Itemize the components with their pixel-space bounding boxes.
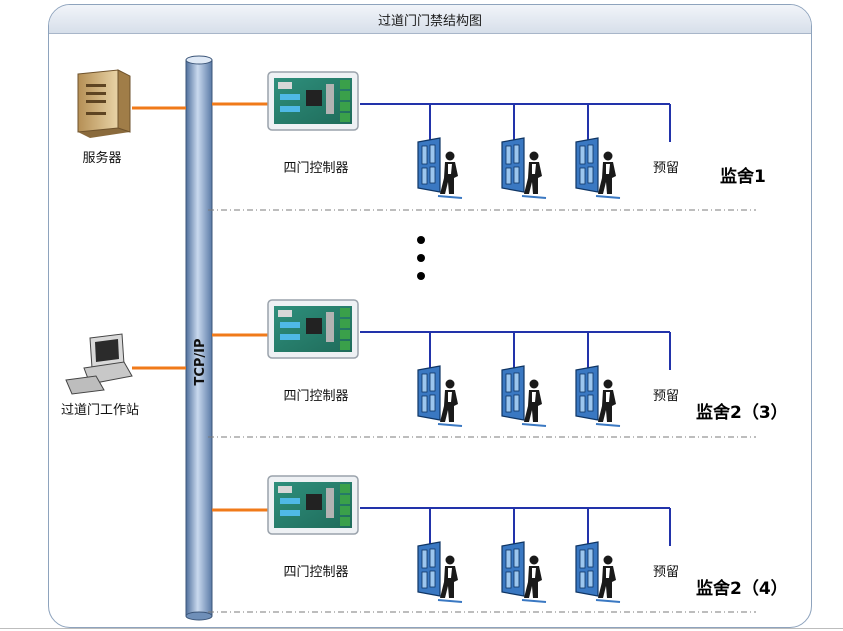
controller-label: 四门控制器 <box>283 161 348 176</box>
door-icon <box>501 365 547 427</box>
tcpip-backbone <box>185 55 213 621</box>
workstation-label: 过道门工作站 <box>61 403 139 418</box>
workstation-icon <box>65 333 133 395</box>
zone-label: 监舍1 <box>720 166 766 187</box>
zone-label: 监舍2（3） <box>696 402 788 423</box>
door-icon <box>575 365 621 427</box>
door-icon <box>417 137 463 199</box>
door-icon <box>575 137 621 199</box>
page-title: 过道门门禁结构图 <box>377 14 482 29</box>
door-icon <box>575 541 621 603</box>
door-bus <box>360 103 671 142</box>
door-bus <box>360 507 671 546</box>
reserved-label: 预留 <box>653 161 679 176</box>
section-3: 四门控制器 预留 监舍2（4） <box>208 475 788 613</box>
bottom-rule <box>0 628 843 629</box>
ellipsis-dots <box>417 236 425 280</box>
zone-label: 监舍2（4） <box>696 578 788 599</box>
controller-label: 四门控制器 <box>283 565 348 580</box>
door-bus <box>360 331 671 370</box>
controller-icon <box>267 475 359 535</box>
tcpip-label: TCP/IP <box>193 338 208 385</box>
server-icon <box>77 69 131 138</box>
door-icon <box>417 541 463 603</box>
reserved-label: 预留 <box>653 565 679 580</box>
section-1: 四门控制器 预留 监舍1 <box>208 71 766 211</box>
door-icon <box>501 541 547 603</box>
controller-icon <box>267 71 359 131</box>
title-bar: 过道门门禁结构图 <box>49 5 811 34</box>
section-2: 四门控制器 预留 监舍2（3） <box>208 299 788 438</box>
controller-icon <box>267 299 359 359</box>
door-icon <box>501 137 547 199</box>
controller-label: 四门控制器 <box>283 389 348 404</box>
door-icon <box>417 365 463 427</box>
server-label: 服务器 <box>82 150 121 166</box>
reserved-label: 预留 <box>653 389 679 404</box>
